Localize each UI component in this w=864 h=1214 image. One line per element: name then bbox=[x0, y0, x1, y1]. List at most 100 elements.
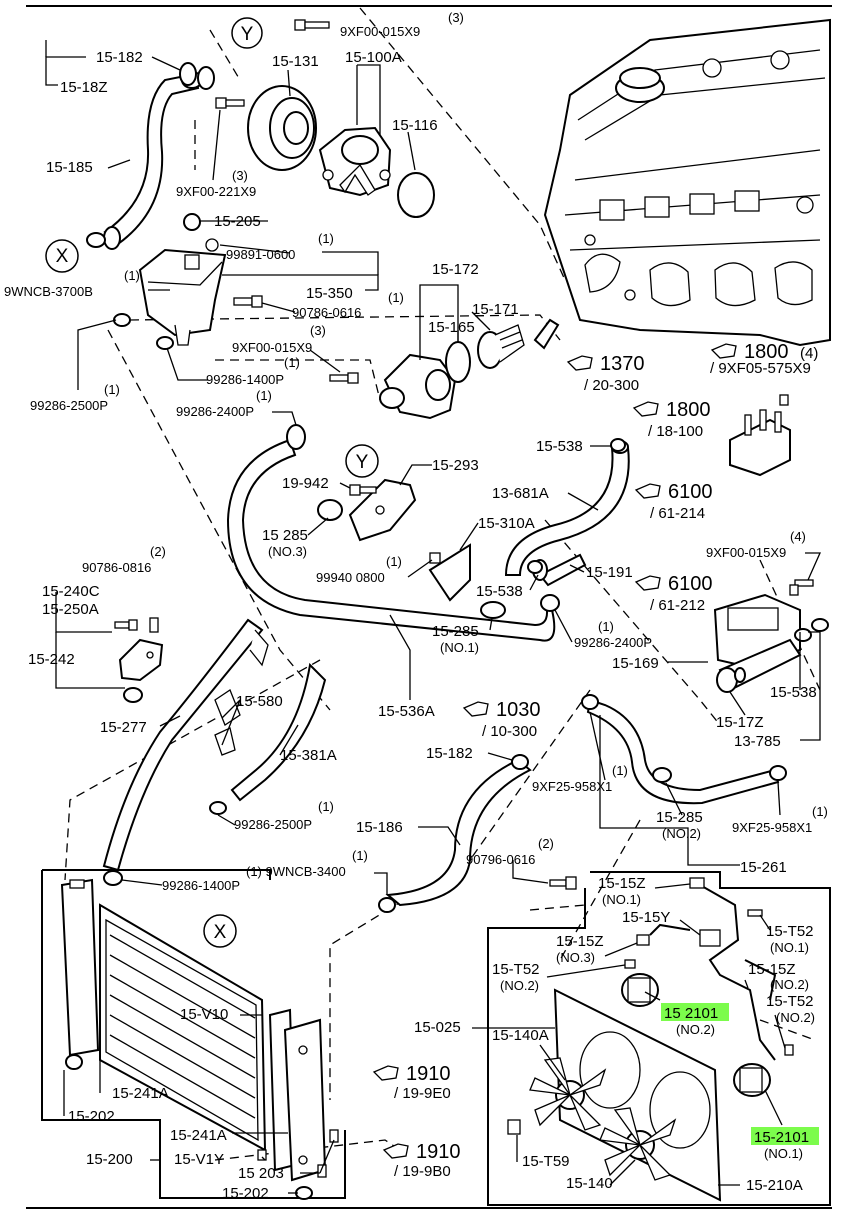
label-15-15y: 15-15Y bbox=[622, 909, 670, 926]
svg-text:X: X bbox=[56, 246, 69, 267]
label-15-285-no1-sub: (NO.1) bbox=[440, 640, 479, 655]
label-90786b-qty: (2) bbox=[150, 544, 166, 559]
radiator-side-tank-15-241a bbox=[283, 1018, 327, 1182]
ref-1910-a: 1910 / 19-9E0 bbox=[372, 1063, 451, 1102]
hand-pointer-icon bbox=[462, 701, 489, 717]
svg-text:Y: Y bbox=[241, 24, 254, 45]
pipe-thermostat-outlet bbox=[533, 318, 560, 350]
clamp-near-x bbox=[86, 232, 106, 248]
label-15-t59: 15-T59 bbox=[522, 1153, 570, 1170]
label-15-536a: 15-536A bbox=[378, 703, 435, 720]
gasket-15-165 bbox=[445, 341, 471, 383]
ref-6100-b: 6100 / 61-212 bbox=[634, 573, 713, 614]
label-15-186: 15-186 bbox=[356, 819, 403, 836]
svg-text:/ 19-9B0: / 19-9B0 bbox=[394, 1163, 451, 1180]
label-15-285-no1: 15-285 bbox=[432, 623, 479, 640]
label-15-210a: 15-210A bbox=[746, 1177, 803, 1194]
ref-1370: 1370 / 20-300 bbox=[566, 353, 645, 394]
label-15-2101-no2: 15 2101 bbox=[664, 1005, 718, 1022]
label-clamp2400b-qty: (1) bbox=[598, 619, 614, 634]
part-labels: 15-182 15-18Z 15-185 15-131 15-100A 15-1… bbox=[4, 10, 828, 1202]
label-13-785: 13-785 bbox=[734, 733, 781, 750]
bolt-90786-0816 bbox=[114, 617, 159, 633]
label-clamp2400b: 99286-2400P bbox=[574, 635, 652, 650]
clamp-99286-1400p-b bbox=[103, 870, 123, 886]
label-15-285-no3-sub: (NO.3) bbox=[268, 544, 307, 559]
label-90786-0816: 90786-0816 bbox=[82, 560, 151, 575]
section-refs: 1370 / 20-300 1800 (4) / 9XF05-575X9 180… bbox=[372, 341, 818, 1180]
label-15-v10: 15-V10 bbox=[180, 1006, 228, 1023]
label-bolt-right: 9XF00-015X9 bbox=[706, 545, 786, 560]
svg-text:/ 61-212: / 61-212 bbox=[650, 597, 705, 614]
label-15-2101-no1: 15-2101 bbox=[754, 1129, 809, 1146]
label-90796-0616: 90796-0616 bbox=[466, 852, 535, 867]
bolt-9xf05-575x9 bbox=[779, 394, 789, 406]
ref-1910-b: 1910 / 19-9B0 bbox=[382, 1141, 461, 1180]
label-clamp2500b-qty: (1) bbox=[318, 799, 334, 814]
label-15-t52-no2-a-sub: (NO.2) bbox=[500, 978, 539, 993]
label-15-241a-b: 15-241A bbox=[170, 1127, 227, 1144]
label-15-15z-no2: 15-15Z bbox=[748, 961, 796, 978]
label-15-261: 15-261 bbox=[740, 859, 787, 876]
hand-pointer-icon bbox=[634, 575, 661, 591]
label-clamp2400: 99286-2400P bbox=[176, 404, 254, 419]
bolt-99940-0800 bbox=[429, 552, 441, 564]
ref-1800-b: 1800 / 18-100 bbox=[632, 399, 711, 440]
label-15-538-a: 15-538 bbox=[536, 438, 583, 455]
label-clamp2500: 99286-2500P bbox=[30, 398, 108, 413]
clamp-15-285-no2 bbox=[652, 767, 672, 783]
svg-text:(4): (4) bbox=[800, 345, 818, 362]
label-15-15z-no3: 15-15Z bbox=[556, 933, 604, 950]
callout-y-mid: Y bbox=[345, 444, 379, 478]
hand-pointer-icon bbox=[382, 1143, 409, 1159]
bolt-9xf00-015x9-mid bbox=[329, 372, 359, 384]
hose-15-277 bbox=[102, 618, 269, 872]
bolt-15-t52 bbox=[624, 909, 794, 1056]
highlight-15-2101-no2 bbox=[661, 1003, 729, 1021]
label-15-2101-no2-sub: (NO.2) bbox=[676, 1022, 715, 1037]
label-99940-qty: (1) bbox=[386, 554, 402, 569]
label-15-182-b: 15-182 bbox=[426, 745, 473, 762]
grommet-15-242 bbox=[123, 687, 143, 703]
clamp-99286-1400p bbox=[156, 336, 174, 350]
fan-motor-15-2101-no2 bbox=[621, 973, 659, 1007]
svg-text:/ 19-9E0: / 19-9E0 bbox=[394, 1085, 451, 1102]
label-19-942: 19-942 bbox=[282, 475, 329, 492]
svg-text:1910: 1910 bbox=[406, 1063, 451, 1085]
label-15-381a: 15-381A bbox=[280, 747, 337, 764]
svg-text:1910: 1910 bbox=[416, 1141, 461, 1163]
label-15-100a: 15-100A bbox=[345, 49, 402, 66]
ref-6100-a: 6100 / 61-214 bbox=[634, 481, 713, 522]
hand-pointer-icon bbox=[566, 355, 593, 371]
svg-text:/ 61-214: / 61-214 bbox=[650, 505, 705, 522]
label-15-240c: 15-240C bbox=[42, 583, 100, 600]
label-15-15z-no1: 15-15Z bbox=[598, 875, 646, 892]
label-9wncb-3400: (1) 9WNCB-3400 bbox=[246, 864, 346, 879]
label-bolt-top-qty: (3) bbox=[448, 10, 464, 25]
label-15-116: 15-116 bbox=[392, 117, 438, 134]
label-15-202-a: 15-202 bbox=[68, 1108, 115, 1125]
expansion-tank-15-350 bbox=[138, 213, 227, 346]
label-15-191: 15-191 bbox=[586, 564, 633, 581]
label-99940-0800: 99940 0800 bbox=[316, 570, 385, 585]
label-15-t52-no2-a: 15-T52 bbox=[492, 961, 540, 978]
label-15-131: 15-131 bbox=[272, 53, 319, 70]
svg-text:/ 10-300: / 10-300 bbox=[482, 723, 537, 740]
clamp-9xf25-958x1-a bbox=[581, 694, 599, 710]
label-15-15z-no1-sub: (NO.1) bbox=[602, 892, 641, 907]
radiator-frame-15-200 bbox=[41, 869, 346, 1199]
label-bolt-221: 9XF00-221X9 bbox=[176, 184, 256, 199]
label-15-310a: 15-310A bbox=[478, 515, 535, 532]
clamp-15-182 bbox=[179, 62, 215, 90]
label-15-205: 15-205 bbox=[214, 213, 261, 230]
clamp-99286-2400p-b bbox=[540, 594, 560, 612]
label-15-203: 15 203 bbox=[238, 1165, 284, 1182]
callout-x-bottom: X bbox=[203, 914, 237, 948]
ref-1800-a: 1800 (4) / 9XF05-575X9 bbox=[710, 341, 818, 377]
pulley-15-131 bbox=[247, 85, 317, 171]
label-90786-0616: 90786-0616 bbox=[292, 305, 361, 320]
label-15-538-b: 15-538 bbox=[476, 583, 523, 600]
clamp-99286-2400p bbox=[286, 424, 306, 450]
label-15-350: 15-350 bbox=[306, 285, 353, 302]
thermostat-housing-15-172 bbox=[379, 353, 457, 420]
